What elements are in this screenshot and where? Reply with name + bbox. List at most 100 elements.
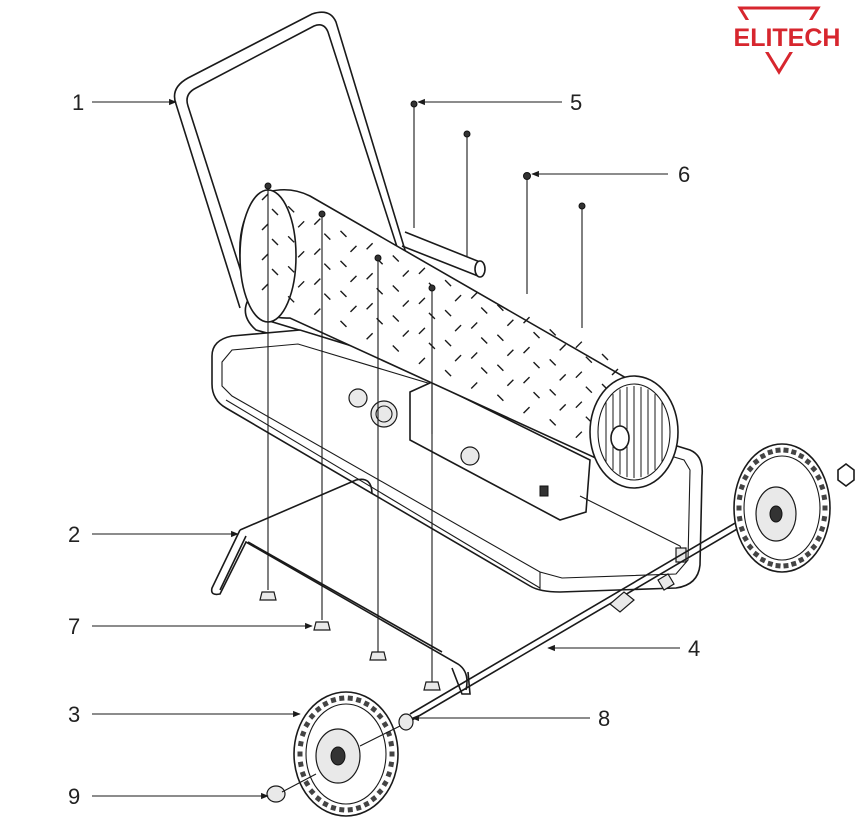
diamond-plate-mark [506, 379, 514, 387]
tire-tread-block [314, 795, 322, 803]
tire-tread-block [376, 788, 384, 796]
tire-tread-block [741, 535, 749, 542]
diamond-plate-mark [297, 280, 305, 288]
bolts [259, 100, 586, 691]
diamond-plate-mark [313, 278, 321, 286]
diamond-plate-mark [470, 321, 478, 329]
diamond-plate-mark [313, 218, 321, 226]
diamond-plate-mark [559, 373, 567, 381]
tire-tread-block [783, 563, 789, 569]
tire-tread-block [355, 697, 362, 704]
diamond-plate-mark [287, 235, 295, 243]
tire-tread-block [322, 700, 329, 708]
diamond-plate-mark [496, 394, 504, 402]
tire-tread-block [752, 550, 760, 558]
diamond-plate-mark [261, 223, 269, 231]
tire-tread-block [330, 697, 337, 704]
diamond-plate-mark [271, 238, 279, 246]
diamond-plate-mark [339, 260, 347, 268]
diamond-plate-mark [480, 366, 488, 374]
tire-tread-block [347, 807, 353, 813]
diamond-plate-mark [392, 285, 400, 293]
diamond-plate-mark [454, 354, 462, 362]
tire-tread-block [790, 560, 797, 567]
tire-tread-block [299, 730, 307, 738]
diamond-plate-mark [444, 339, 452, 347]
power-switch [539, 485, 549, 497]
diamond-plate-mark [549, 328, 557, 336]
tire-tread-block [741, 474, 749, 481]
diamond-plate-mark [297, 250, 305, 258]
tire-tread-block [736, 505, 742, 511]
diamond-plate-mark [323, 233, 331, 241]
tire-tread-block [746, 465, 754, 473]
diamond-plate-mark [297, 220, 305, 228]
tire-tread-block [804, 458, 812, 466]
tire-tread-block [822, 505, 828, 511]
callout-labels: 1 2 3 4 5 6 7 8 9 [68, 90, 700, 809]
tire-tread-block [389, 751, 395, 757]
tire-tread-block [818, 483, 826, 491]
tire-tread-block [821, 494, 828, 501]
tire-tread-block [746, 543, 754, 551]
diamond-plate-mark [402, 270, 410, 278]
control-housing [348, 381, 591, 521]
diamond-plate-mark [349, 245, 357, 253]
tire-tread-block [775, 447, 781, 453]
tire-tread-block [790, 449, 797, 456]
diamond-plate-mark [454, 324, 462, 332]
diamond-plate-mark [585, 386, 593, 394]
diamond-plate-mark [444, 309, 452, 317]
diamond-plate-mark [366, 332, 374, 340]
callout-2: 2 [68, 522, 80, 547]
tire-tread-block [797, 556, 805, 564]
tire-tread-block [821, 515, 828, 522]
diamond-plate-mark [392, 345, 400, 353]
brand-name: ELITECH [734, 24, 841, 52]
tire-tread-block [385, 770, 393, 778]
callout-8: 8 [598, 706, 610, 731]
diamond-plate-mark [418, 327, 426, 335]
fuel-cap [370, 400, 398, 428]
diamond-plate-mark [339, 320, 347, 328]
diamond-plate-mark [418, 267, 426, 275]
tire-tread-block [297, 751, 303, 757]
diamond-plate-mark [496, 304, 504, 312]
diamond-plate-mark [261, 193, 269, 201]
tire-tread-block [299, 770, 307, 778]
diamond-plate-mark [575, 401, 583, 409]
tire-tread-block [759, 452, 767, 460]
diamond-plate-mark [313, 248, 321, 256]
diamond-plate-mark [392, 315, 400, 323]
diamond-plate-mark [366, 272, 374, 280]
diamond-plate-mark [575, 431, 583, 439]
diamond-plate-mark [444, 279, 452, 287]
callout-7: 7 [68, 614, 80, 639]
fuel-gauge [348, 388, 368, 408]
diamond-plate-mark [366, 302, 374, 310]
diamond-plate-mark [601, 353, 609, 361]
tire-tread-block [381, 721, 389, 728]
callout-5: 5 [570, 90, 582, 115]
tire-tread-block [815, 474, 823, 481]
tire-tread-block [303, 780, 311, 787]
callout-3: 3 [68, 702, 80, 727]
diamond-plate-mark [496, 334, 504, 342]
tire-tread-block [339, 807, 345, 813]
diamond-plate-mark [533, 361, 541, 369]
tire-tread-block [370, 705, 378, 713]
wheel-nut [266, 785, 286, 803]
diamond-plate-mark [496, 364, 504, 372]
callout-6: 6 [678, 162, 690, 187]
tire-tread-block [759, 556, 767, 564]
tire-tread-block [738, 483, 746, 491]
tire-tread-block [818, 525, 826, 533]
diamond-plate-mark [470, 381, 478, 389]
wheel-right [733, 443, 855, 573]
diamond-plate-mark [418, 357, 426, 365]
diamond-plate-mark [323, 293, 331, 301]
tire-tread-block [388, 740, 395, 747]
heater-cylinder [239, 188, 687, 563]
tire-tread-block [797, 452, 805, 460]
diamond-plate-mark [271, 268, 279, 276]
